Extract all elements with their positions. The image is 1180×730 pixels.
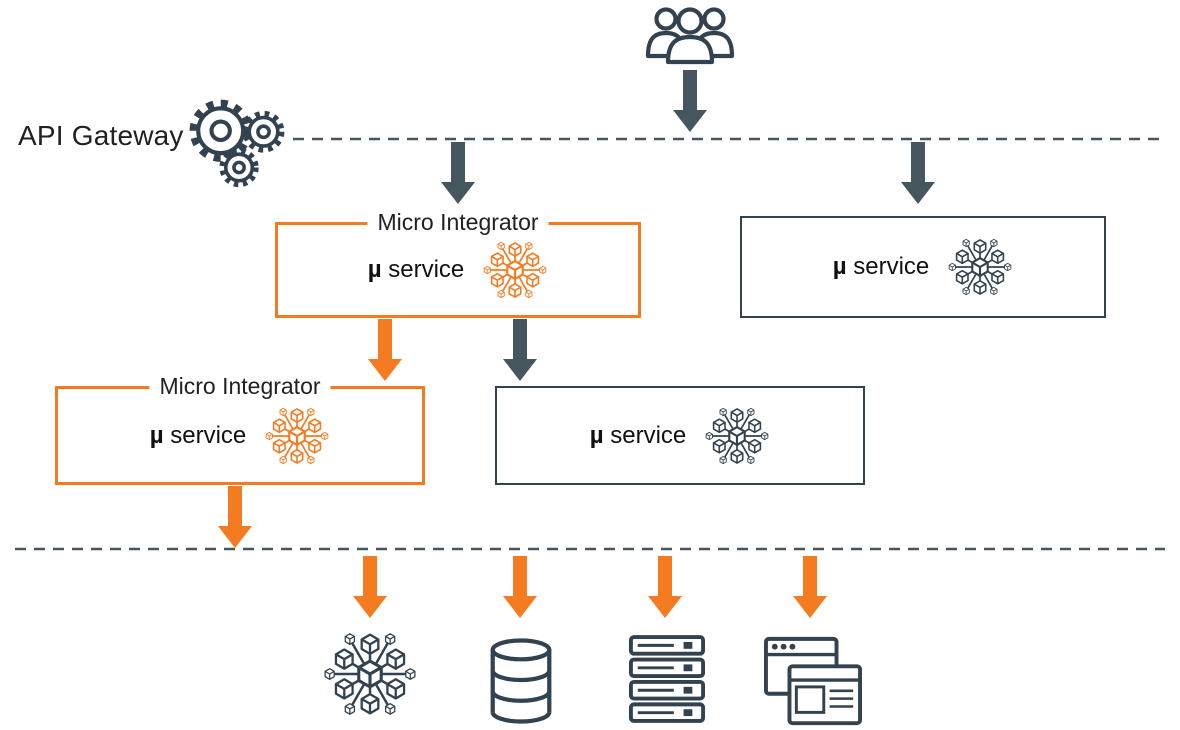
backend-boundary-line xyxy=(15,547,1165,551)
arrow-mi1-to-service-middle xyxy=(502,319,538,383)
arrow-users-to-gateway xyxy=(672,70,708,134)
mu-service-label: µ service xyxy=(149,421,247,449)
service-box-right: µ service xyxy=(740,216,1106,318)
micro-integrator-title: Micro Integrator xyxy=(367,209,549,237)
micro-integrator-box-1: Micro Integrator µ service xyxy=(275,209,641,318)
service-box-middle: µ service xyxy=(495,386,865,485)
arrow-backend-microservice xyxy=(352,556,388,620)
mu-service-label: µ service xyxy=(832,253,930,280)
microservice-icon xyxy=(482,237,548,303)
database-icon xyxy=(490,638,552,724)
microservice-icon xyxy=(947,234,1013,300)
arrow-backend-database xyxy=(502,556,538,620)
api-gateway-label: API Gateway xyxy=(18,120,184,151)
mu-service-label: µ service xyxy=(589,421,687,449)
micro-integrator-title: Micro Integrator xyxy=(149,373,331,401)
users-icon xyxy=(645,7,735,65)
arrow-backend-browser xyxy=(792,556,828,620)
arrow-backend-servers xyxy=(647,556,683,620)
gears-icon xyxy=(189,99,285,188)
arrow-mi2-to-backend xyxy=(217,486,253,550)
gateway-boundary-line xyxy=(293,137,1162,141)
server-stack-icon xyxy=(628,635,706,723)
microservice-icon xyxy=(322,626,418,722)
mu-service-label: µ service xyxy=(367,256,465,283)
arrow-mi1-to-mi2 xyxy=(367,319,403,383)
microservice-icon xyxy=(264,403,330,469)
arrow-gateway-to-mi1 xyxy=(440,142,476,206)
microservice-icon xyxy=(704,403,770,469)
arrow-gateway-to-service-right xyxy=(900,142,936,206)
browser-windows-icon xyxy=(764,636,862,726)
micro-integrator-box-2: Micro Integrator µ service xyxy=(55,373,425,485)
